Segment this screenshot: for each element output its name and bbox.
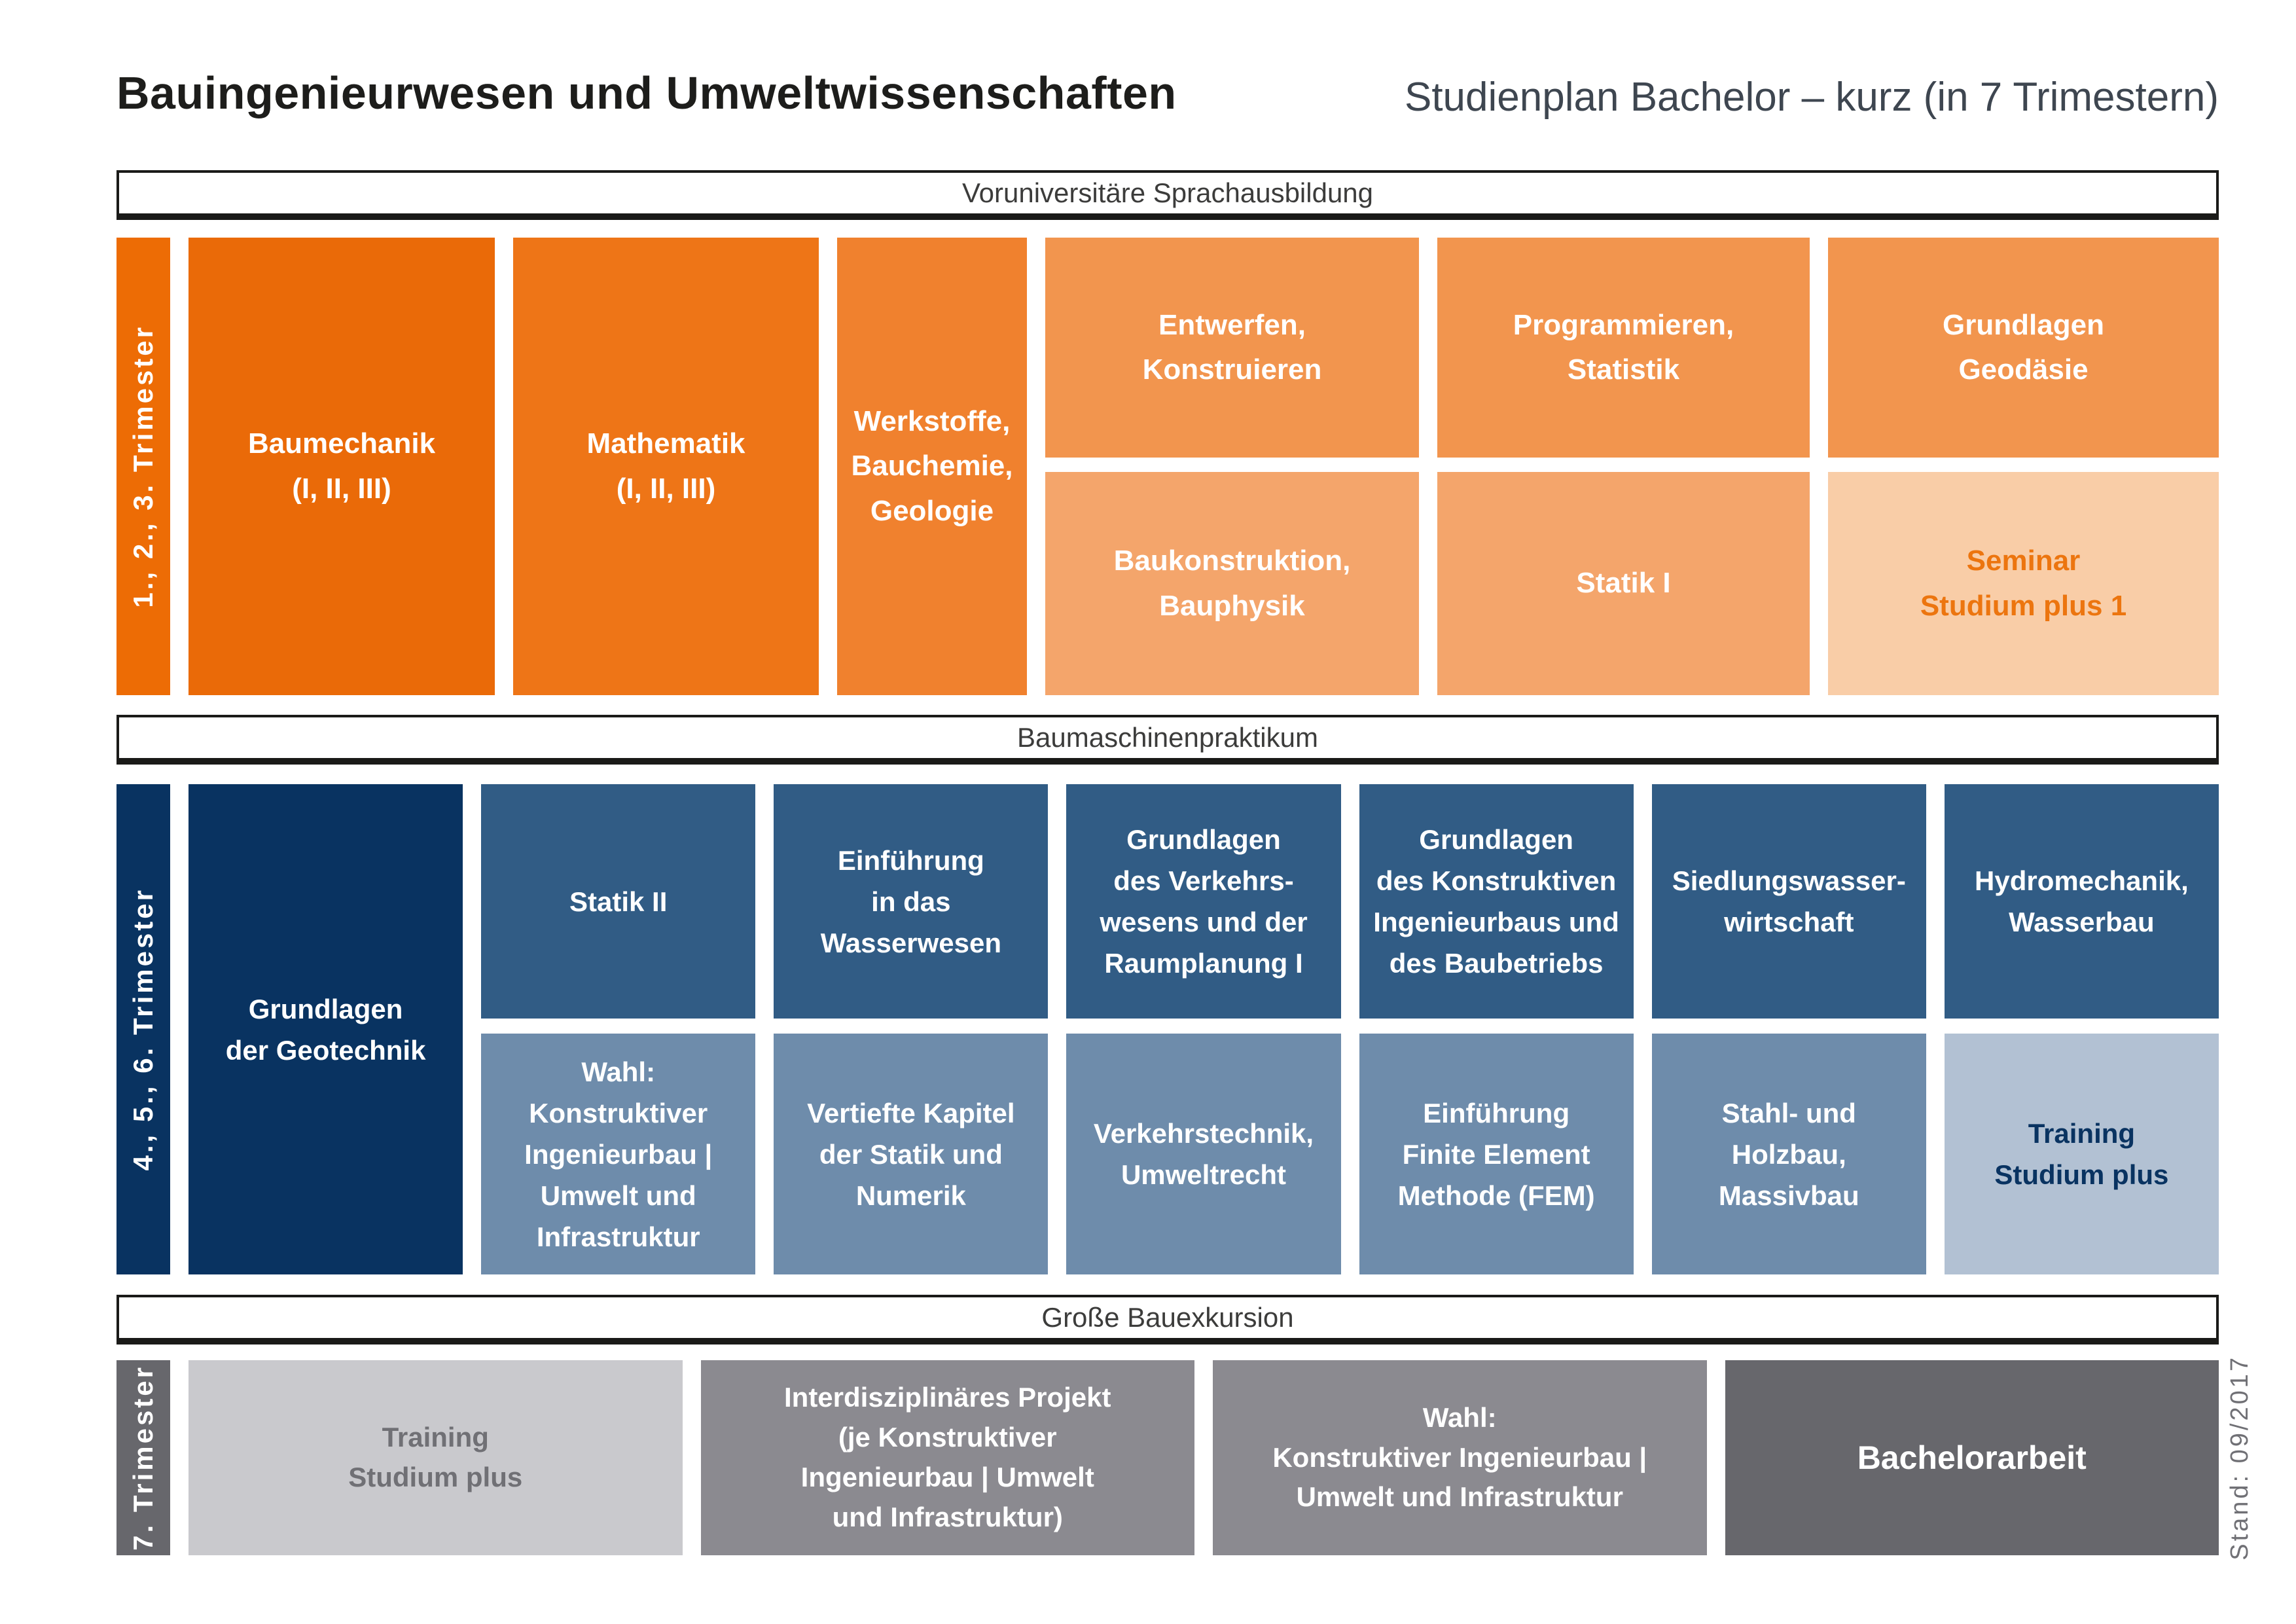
block-grundlagen-verkehrswesen-raumplanung: Grundlagen des Verkehrs- wesens und der … (1066, 784, 1341, 1019)
page-title: Bauingenieurwesen und Umweltwissenschaft… (117, 67, 1177, 118)
trimester-row-7: 7. Trimester Training Studium plus Inter… (117, 1360, 2219, 1555)
block-vertiefte-kapitel-statik-numerik: Vertiefte Kapitel der Statik und Numerik (774, 1034, 1049, 1274)
trimester-strip-label: 1., 2., 3. Trimester (128, 325, 158, 608)
bar-voruniversitaere-sprachausbildung: Voruniversitäre Sprachausbildung (117, 170, 2219, 220)
block-siedlungswasserwirtschaft: Siedlungswasser- wirtschaft (1651, 784, 1926, 1019)
block-grundlagen-geodaesie: Grundlagen Geodäsie (1828, 238, 2219, 458)
block-werkstoffe-bauchemie-geologie: Werkstoffe, Bauchemie, Geologie (837, 238, 1027, 695)
block-einfuehrung-wasserwesen: Einführung in das Wasserwesen (774, 784, 1049, 1019)
block-wahl-konstruktiver-ingenieurbau-7: Wahl: Konstruktiver Ingenieurbau | Umwel… (1213, 1360, 1707, 1555)
trimester-strip-label: 7. Trimester (128, 1365, 158, 1551)
bar-label: Voruniversitäre Sprachausbildung (961, 177, 1374, 208)
page-subtitle: Studienplan Bachelor – kurz (in 7 Trimes… (1404, 75, 2219, 120)
trimester-strip-label: 4., 5., 6. Trimester (128, 888, 158, 1171)
block-verkehrstechnik-umweltrecht: Verkehrstechnik, Umweltrecht (1066, 1034, 1341, 1274)
trimester-strip-123: 1., 2., 3. Trimester (117, 238, 170, 695)
block-statik-2: Statik II (481, 784, 756, 1019)
block-entwerfen-konstruieren: Entwerfen, Konstruieren (1045, 238, 1419, 458)
block-grundlagen-konstruktiver-ingenieurbau-baubetrieb: Grundlagen des Konstruktiven Ingenieurba… (1359, 784, 1634, 1019)
bar-baumaschinenpraktikum: Baumaschinenpraktikum (117, 715, 2219, 765)
block-mathematik: Mathematik (I, II, III) (513, 238, 819, 695)
block-hydromechanik-wasserbau: Hydromechanik, Wasserbau (1944, 784, 2219, 1019)
block-bachelorarbeit: Bachelorarbeit (1725, 1360, 2219, 1555)
trimester-row-1-2-3: 1., 2., 3. Trimester Baumechanik (I, II,… (117, 238, 2219, 695)
block-interdisziplinaeres-projekt: Interdisziplinäres Projekt (je Konstrukt… (700, 1360, 1194, 1555)
block-programmieren-statistik: Programmieren, Statistik (1437, 238, 1810, 458)
trimester-row-4-5-6: 4., 5., 6. Trimester Grundlagen der Geot… (117, 784, 2219, 1274)
block-wahl-konstruktiver-ingenieurbau: Wahl: Konstruktiver Ingenieurbau | Umwel… (481, 1034, 756, 1274)
block-training-studium-plus-7: Training Studium plus (188, 1360, 683, 1555)
block-baumechanik: Baumechanik (I, II, III) (188, 238, 495, 695)
block-baukonstruktion-bauphysik: Baukonstruktion, Bauphysik (1045, 472, 1419, 695)
stand-note-label: Stand: 09/2017 (2225, 1355, 2253, 1561)
block-statik-1: Statik I (1437, 472, 1810, 695)
block-training-studium-plus-456: Training Studium plus (1944, 1034, 2219, 1274)
bar-label: Große Bauexkursion (1041, 1302, 1294, 1333)
block-einfuehrung-fem: Einführung Finite Element Methode (FEM) (1359, 1034, 1634, 1274)
block-seminar-studium-plus-1: Seminar Studium plus 1 (1828, 472, 2219, 695)
trimester-strip-7: 7. Trimester (117, 1360, 170, 1555)
bar-grosse-bauexkursion: Große Bauexkursion (117, 1295, 2219, 1344)
block-stahl-holzbau-massivbau: Stahl- und Holzbau, Massivbau (1651, 1034, 1926, 1274)
bar-label: Baumaschinenpraktikum (1017, 722, 1318, 753)
stand-note: Stand: 09/2017 (2220, 1355, 2259, 1561)
block-grundlagen-geotechnik: Grundlagen der Geotechnik (188, 784, 463, 1274)
trimester-strip-456: 4., 5., 6. Trimester (117, 784, 170, 1274)
